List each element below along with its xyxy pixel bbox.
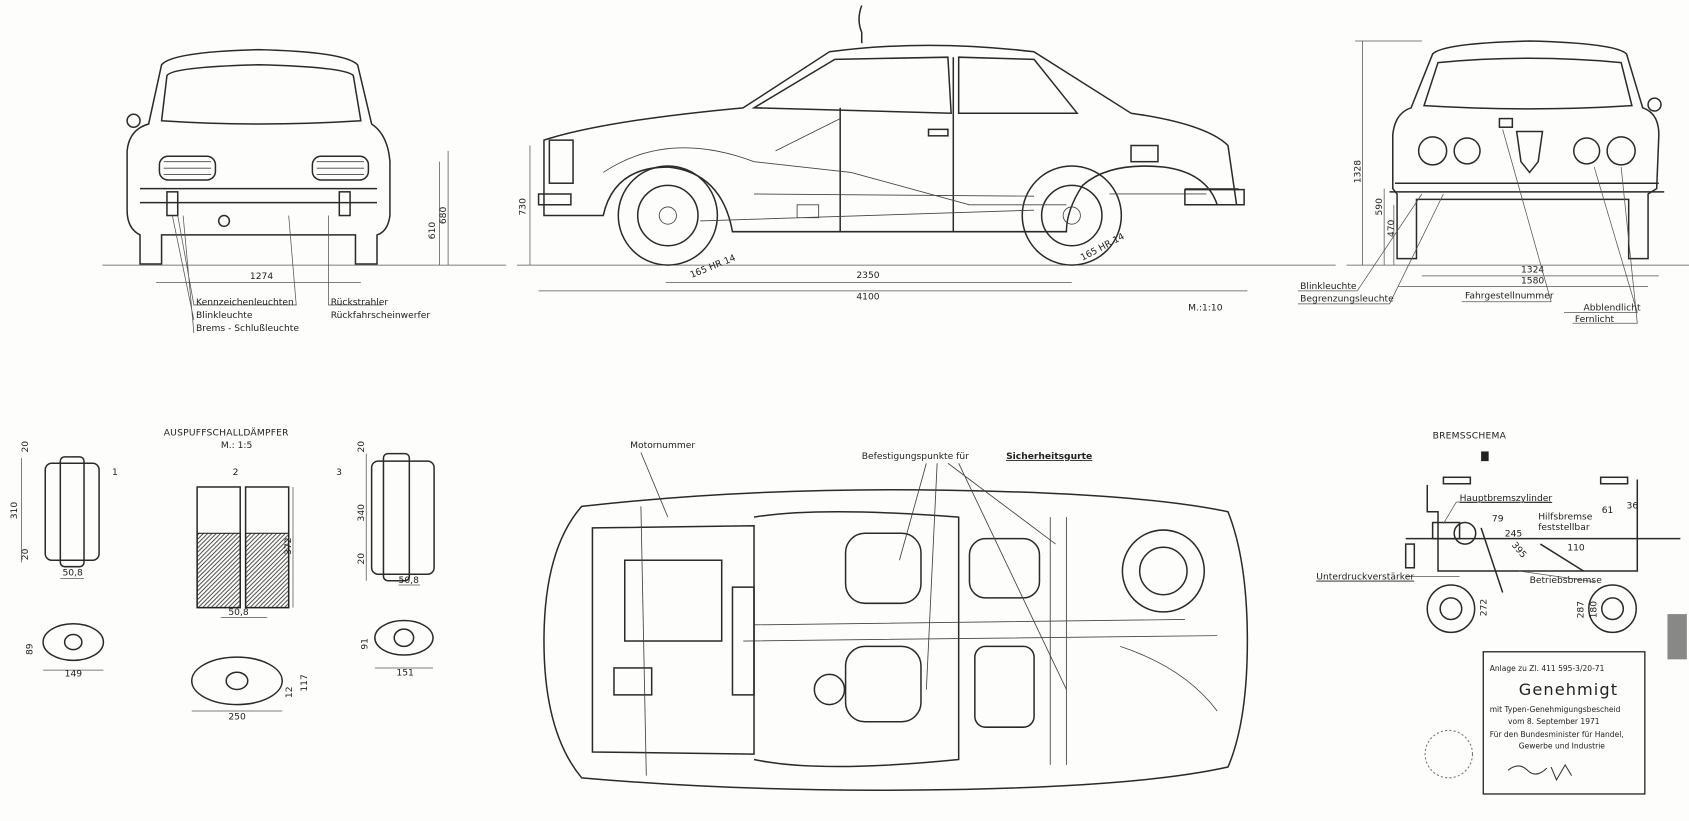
stamp-line-3: vom 8. September 1971 — [1508, 717, 1600, 726]
stamp-title: Genehmigt — [1519, 680, 1618, 699]
m3-width: 50,8 — [399, 576, 420, 586]
wheelbase-dim: 2350 — [856, 271, 879, 281]
m2-width: 50,8 — [228, 608, 249, 618]
brake-dim-180: 180 — [1589, 601, 1599, 619]
m3-height: 340 — [357, 504, 367, 522]
front-track-dim: 1324 — [1521, 266, 1544, 276]
signature — [1507, 763, 1573, 782]
side-view: 165 HR 14 165 HR 14 2350 4100 730 M.:1:1… — [517, 5, 1336, 313]
brake-dim-110: 110 — [1567, 544, 1585, 554]
stamp-line-5: Gewerbe und Industrie — [1519, 742, 1606, 751]
label-fahrgestellnummer: Fahrgestellnummer — [1465, 291, 1554, 301]
front-tire-size: 165 HR 14 — [689, 253, 738, 280]
approval-stamp: Anlage zu Zl. 411 595-3/20-71 Genehmigt … — [1424, 651, 1646, 795]
round-seal — [1424, 729, 1474, 779]
label-brems-schlussleuchte: Brems - Schlußleuchte — [196, 324, 299, 334]
label-blinkleuchte-front: Blinkleuchte — [1300, 282, 1357, 292]
m2-height: 372 — [284, 537, 294, 554]
muffler-title: AUSPUFFSCHALLDÄMPFER — [164, 427, 289, 438]
front-height-dim: 1328 — [1353, 160, 1363, 183]
length-dim: 4100 — [856, 293, 879, 303]
label-hilfsbremse: Hilfsbremse — [1538, 512, 1593, 522]
rear-track-dim: 1274 — [250, 272, 273, 282]
label-rueckstrahler: Rückstrahler — [331, 298, 389, 308]
drawing-scale: M.:1:10 — [1188, 303, 1223, 313]
stamp-line-1: Anlage zu Zl. 411 595-3/20-71 — [1490, 664, 1605, 673]
brake-dim-287: 287 — [1576, 601, 1586, 619]
front-view: 1328 590 470 1324 1580 Blinkleuchte Begr… — [1297, 40, 1689, 325]
oval1-width: 149 — [65, 670, 83, 680]
brake-schema-title: BREMSSCHEMA — [1433, 432, 1507, 442]
label-feststellbar: feststellbar — [1538, 523, 1590, 533]
label-rueckfahrscheinwerfer: Rückfahrscheinwerfer — [331, 311, 431, 321]
m1-bottom: 20 — [21, 548, 31, 560]
muffler-scale: M.: 1:5 — [221, 441, 253, 451]
label-abblendlicht: Abblendlicht — [1583, 303, 1641, 313]
front-h1-dim: 590 — [1375, 198, 1385, 216]
front-h2-dim: 470 — [1387, 219, 1397, 237]
brake-dim-36: 36 — [1627, 502, 1639, 512]
label-betriebsbremse: Betriebsbremse — [1530, 576, 1603, 586]
oval1-height: 89 — [25, 643, 35, 655]
rear-height-dim-1: 610 — [428, 222, 438, 240]
side-height-dim: 730 — [519, 198, 529, 216]
muffler-number-1: 1 — [112, 468, 118, 478]
rear-tire-size: 165 HR 14 — [1079, 232, 1126, 264]
brake-dim-272: 272 — [1479, 599, 1489, 616]
label-blinkleuchte-rear: Blinkleuchte — [196, 311, 253, 321]
top-view: Motornummer Befestigungspunkte für Siche… — [543, 441, 1249, 791]
label-motornummer: Motornummer — [630, 441, 695, 451]
oval2-height: 117 — [300, 674, 310, 692]
m1-top: 20 — [21, 441, 31, 453]
brake-dim-79: 79 — [1492, 514, 1504, 524]
rear-view: 1274 610 680 Kennzeichenleuchten Blinkle… — [102, 48, 507, 334]
stamp-line-4: Für den Bundesminister für Handel, — [1490, 730, 1624, 739]
label-sicherheitsgurte: Sicherheitsgurte — [1006, 452, 1092, 462]
brake-dim-245: 245 — [1505, 530, 1523, 540]
oval2-width: 250 — [228, 713, 246, 723]
stamp-line-2: mit Typen-Genehmigungsbescheid — [1490, 705, 1621, 714]
brake-dim-61: 61 — [1602, 506, 1614, 516]
brake-dim-395: 395 — [1509, 541, 1528, 561]
m1-height: 310 — [10, 502, 20, 520]
label-fernlicht: Fernlicht — [1575, 315, 1615, 325]
oval2-thickness: 12 — [285, 686, 295, 698]
brake-schema: BREMSSCHEMA Hauptbremszylinder Hilfsbrem… — [1316, 432, 1687, 660]
muffler-section: AUSPUFFSCHALLDÄMPFER M.: 1:5 1 2 3 310 2… — [10, 427, 435, 723]
rear-height-dim-2: 680 — [439, 207, 449, 225]
front-width-dim: 1580 — [1521, 276, 1544, 286]
label-hauptbremszylinder: Hauptbremszylinder — [1460, 494, 1553, 504]
oval3-width: 151 — [396, 668, 413, 678]
muffler-number-3: 3 — [336, 468, 342, 478]
label-unterdruckverstaerker: Unterdruckverstärker — [1316, 573, 1414, 583]
m1-width: 50,8 — [62, 568, 83, 578]
m3-bottom: 20 — [357, 553, 367, 565]
m3-top: 20 — [357, 441, 367, 453]
label-befestigungspunkte: Befestigungspunkte für — [862, 452, 969, 462]
label-begrenzungsleuchte: Begrenzungsleuchte — [1300, 295, 1394, 305]
oval3-height: 91 — [360, 638, 370, 650]
label-kennzeichenleuchten: Kennzeichenleuchten — [196, 298, 294, 308]
muffler-number-2: 2 — [233, 468, 239, 478]
